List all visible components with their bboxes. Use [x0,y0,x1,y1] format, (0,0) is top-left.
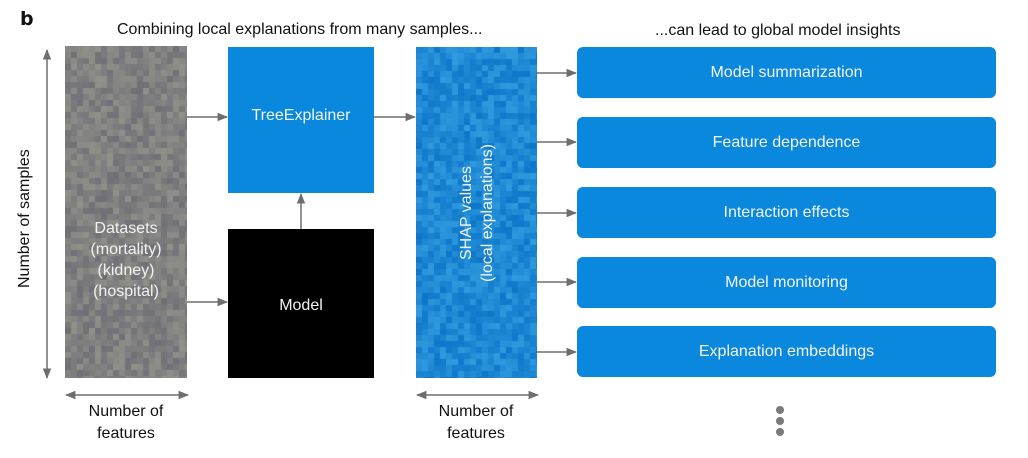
features-label-line: Number of [438,403,514,420]
insight-label: Explanation embeddings [698,342,875,360]
insight-label: Model monitoring [725,273,848,291]
insight-explanation-embeddings: Explanation embeddings [577,326,996,377]
datasets-label-line: (hospital) [93,283,159,300]
insight-label: Feature dependence [712,133,861,151]
features-label-line: Number of [88,403,164,420]
datasets-matrix: Datasets (mortality) (kidney) (hospital) [65,46,187,378]
heading-local-explanations: Combining local explanations from many s… [117,21,483,38]
datasets-label-line: (mortality) [90,241,162,258]
ellipsis-dot [776,417,784,425]
ellipsis-dot [776,428,784,436]
model-label: Model [279,296,323,314]
ellipsis-dot [776,406,784,414]
number-of-features-label-right: Number of features [420,401,532,445]
datasets-noise-texture [65,46,187,378]
insight-feature-dependence: Feature dependence [577,117,996,168]
features-label-line: features [97,425,155,442]
insight-model-summarization: Model summarization [577,47,996,98]
insight-model-monitoring: Model monitoring [577,257,996,308]
shap-noise-texture [416,47,537,378]
insight-label: Model summarization [710,63,863,81]
panel-label: b [20,8,34,30]
insight-label: Interaction effects [723,203,850,221]
number-of-features-label-left: Number of features [70,401,182,445]
datasets-label: Datasets (mortality) (kidney) (hospital) [65,218,187,302]
insight-interaction-effects: Interaction effects [577,187,996,238]
tree-explainer-box: TreeExplainer [228,47,374,193]
features-label-line: features [447,425,505,442]
shap-values-matrix: SHAP values (local explanations) [416,47,537,378]
datasets-label-line: (kidney) [97,262,155,279]
datasets-label-line: Datasets [94,220,158,237]
tree-explainer-label: TreeExplainer [251,107,351,124]
model-box: Model [228,229,374,378]
heading-global-insights: ...can lead to global model insights [655,22,901,39]
